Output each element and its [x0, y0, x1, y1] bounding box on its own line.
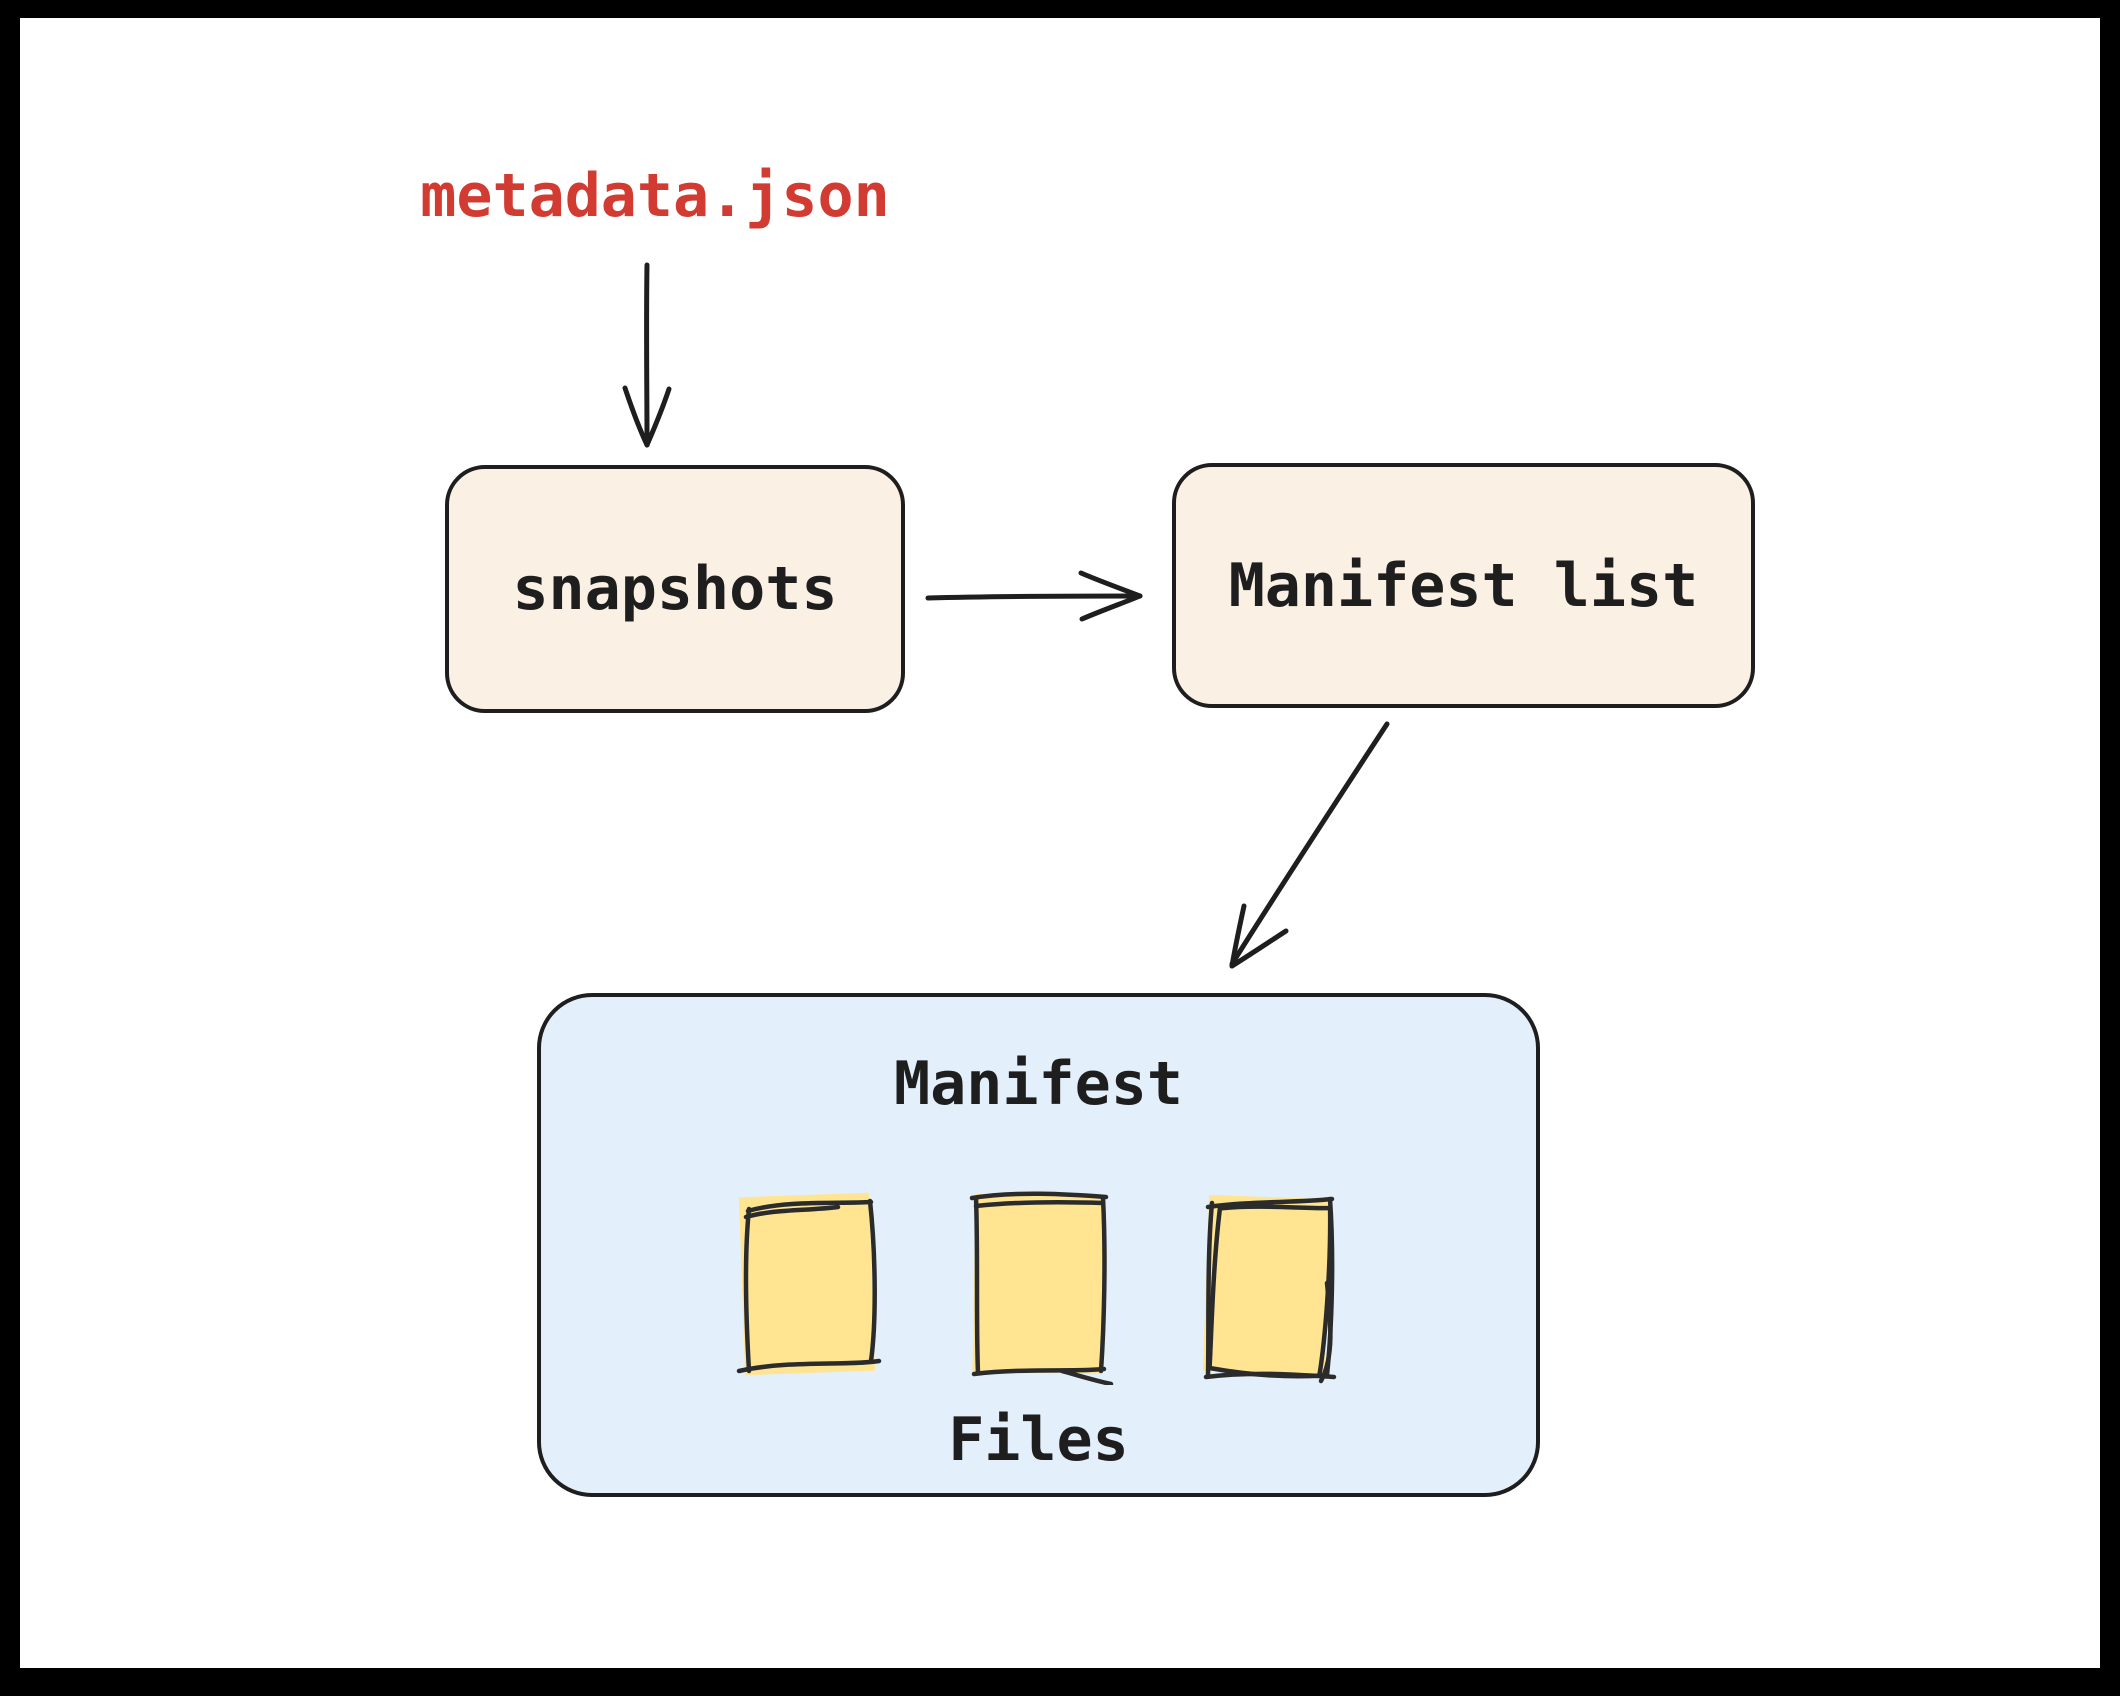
snapshots-node: snapshots [445, 465, 905, 713]
manifest-file-icon [1202, 1194, 1336, 1384]
diagram-canvas: metadata.json snapshots Manifest list [20, 18, 2100, 1668]
manifest-list-node: Manifest list [1172, 463, 1755, 708]
manifest-file-icon [969, 1191, 1113, 1385]
manifest-list-label: Manifest list [1228, 550, 1699, 621]
metadata-json-label: metadata.json [420, 161, 890, 231]
snapshots-label: snapshots [512, 554, 838, 624]
manifest-title: Manifest [894, 1049, 1183, 1119]
arrow-manifest-list-to-manifest [1229, 721, 1390, 969]
arrows-layer [622, 262, 1390, 969]
arrow-metadata-to-snapshots [622, 262, 672, 448]
manifest-files-group: Manifest [537, 993, 1540, 1497]
manifest-file-icon [736, 1192, 881, 1376]
manifest-files-row [541, 1185, 1536, 1385]
files-label: Files [948, 1405, 1129, 1475]
arrow-snapshots-to-manifest-list [925, 570, 1143, 622]
